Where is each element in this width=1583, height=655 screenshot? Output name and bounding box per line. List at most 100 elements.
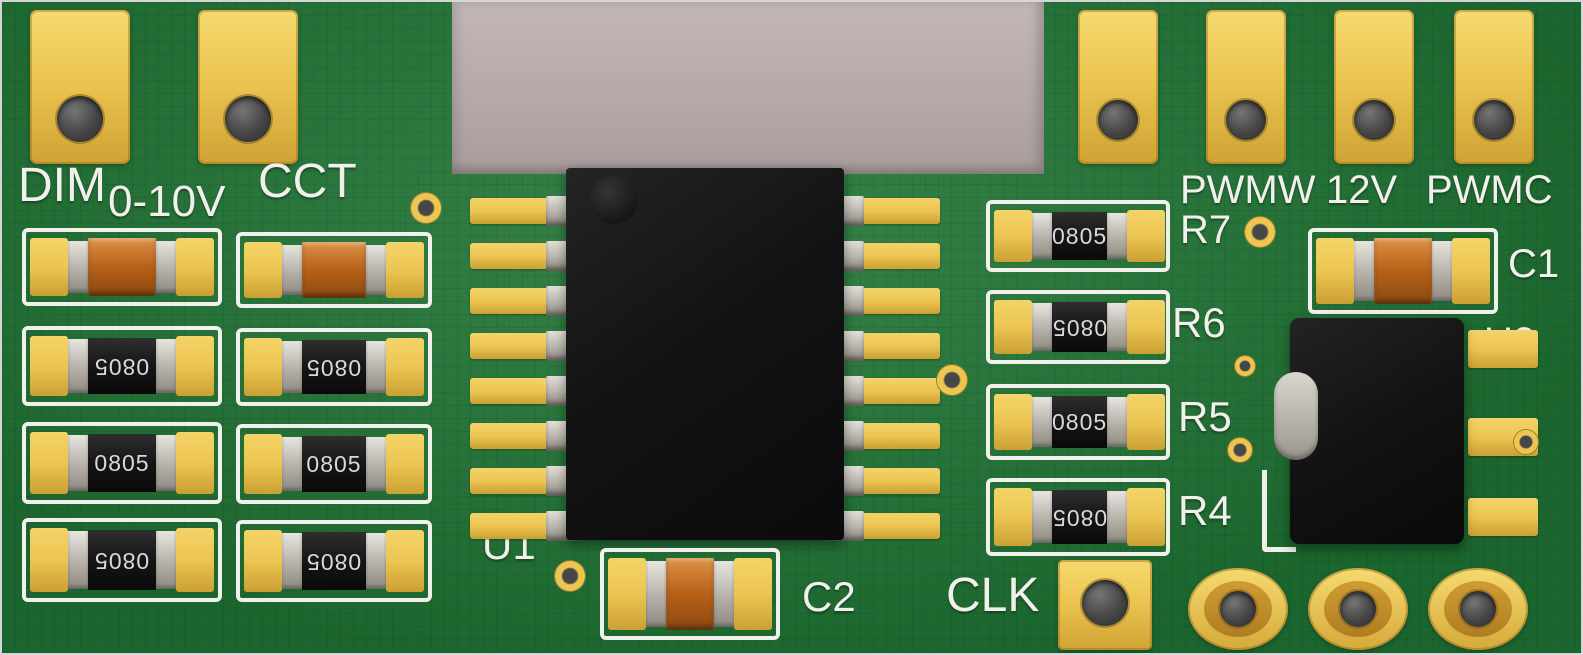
solder-pad — [994, 210, 1032, 262]
solder-pad — [30, 238, 68, 296]
terminal-cap — [1107, 303, 1128, 351]
via — [1228, 438, 1252, 462]
solder-pad — [30, 528, 68, 592]
resistor-r7: 0805 — [986, 200, 1170, 272]
terminal-cap — [1107, 213, 1128, 259]
solder-pad — [994, 394, 1032, 450]
terminal-cap — [68, 339, 88, 393]
ic-pad — [470, 333, 558, 359]
terminal-cap — [646, 561, 666, 627]
solder-pad — [176, 238, 214, 296]
pad-cct-terminal — [198, 10, 298, 164]
via — [937, 365, 967, 395]
resistor-r5: 0805 — [986, 384, 1170, 460]
label-pwmc: PWMC — [1426, 168, 1553, 212]
drill-hole — [1226, 100, 1266, 140]
component-body: 0805 — [1052, 396, 1108, 448]
chip-marking: 0805 — [306, 548, 362, 575]
component-body: 0805 — [302, 340, 366, 394]
terminal-cap — [1354, 241, 1374, 301]
component-body — [666, 558, 714, 630]
label-dim: DIM — [18, 159, 106, 212]
chip-marking: 0805 — [94, 449, 150, 476]
solder-pad — [1127, 210, 1166, 262]
solder-pad — [994, 300, 1032, 354]
ic-pad — [852, 243, 940, 269]
drill-hole — [1354, 100, 1394, 140]
ic-pad — [470, 198, 558, 224]
ic-pad — [852, 513, 940, 539]
u2-pad — [1468, 498, 1538, 536]
chip-0805: 0805 — [236, 328, 432, 406]
label-c1: C1 — [1508, 242, 1560, 286]
ic-pad — [470, 378, 558, 404]
terminal-cap — [156, 531, 176, 589]
solder-pad — [244, 434, 282, 494]
solder-pad — [386, 434, 424, 494]
label-clk: CLK — [946, 569, 1040, 622]
solder-pad — [1127, 394, 1166, 450]
terminal-cap — [1107, 397, 1128, 447]
chip-0805: 0805 — [22, 422, 222, 504]
terminal-cap — [366, 437, 386, 491]
label-r7: R7 — [1180, 208, 1232, 252]
drill-hole — [1220, 591, 1256, 627]
pin1-marker — [590, 176, 638, 224]
pad-terminal — [1206, 10, 1286, 164]
resistor-r6: 0805 — [986, 290, 1170, 364]
u2-body — [1274, 318, 1464, 544]
solder-pad — [1127, 488, 1166, 546]
component-body: 0805 — [1052, 212, 1108, 260]
chip-marking: 0805 — [1052, 408, 1108, 435]
u2-silkscreen-outline — [1262, 470, 1296, 552]
component-body — [302, 242, 366, 298]
pad-oval — [1188, 568, 1288, 650]
pad-oval — [1428, 568, 1528, 650]
terminal-cap — [1032, 491, 1052, 543]
resistor-r4: 0805 — [986, 478, 1170, 556]
component-body: 0805 — [88, 338, 156, 394]
label-cct: CCT — [258, 155, 357, 208]
render-backdrop — [452, 2, 1044, 174]
chip-marking: 0805 — [1052, 314, 1108, 341]
terminal-cap — [1032, 397, 1052, 447]
via — [411, 193, 441, 223]
solder-pad — [1127, 300, 1166, 354]
terminal-cap — [68, 531, 88, 589]
pad-pwmc-terminal — [1454, 10, 1534, 164]
terminal-cap — [1032, 213, 1052, 259]
chip-marking: 0805 — [1052, 222, 1108, 249]
component-body: 0805 — [88, 434, 156, 492]
via — [1245, 217, 1275, 247]
solder-pad — [176, 528, 214, 592]
chip-marking: 0805 — [306, 450, 362, 477]
drill-hole — [225, 96, 271, 142]
terminal-cap — [282, 533, 302, 589]
pad-12v-terminal — [1334, 10, 1414, 164]
terminal-cap — [714, 561, 734, 627]
terminal-cap — [1432, 241, 1452, 301]
solder-pad — [734, 558, 772, 630]
drill-hole — [1340, 591, 1376, 627]
solder-pad — [244, 242, 282, 298]
chip-0805: 0805 — [236, 424, 432, 504]
component-body: 0805 — [302, 436, 366, 492]
chip-0805: 0805 — [22, 518, 222, 602]
via — [555, 561, 585, 591]
ic-pad — [852, 288, 940, 314]
resistor-orange — [236, 232, 432, 308]
solder-pad — [30, 336, 68, 396]
pad-pwmw-terminal — [1078, 10, 1158, 164]
label-r6: R6 — [1172, 299, 1226, 346]
drill-hole — [57, 96, 103, 142]
solder-pad — [244, 530, 282, 592]
component-body: 0805 — [1052, 302, 1108, 352]
drill-hole — [1474, 100, 1514, 140]
ic-pad — [470, 513, 558, 539]
terminal-cap — [156, 241, 176, 293]
solder-pad — [386, 530, 424, 592]
label-r5: R5 — [1178, 393, 1232, 440]
pad-clk — [1058, 560, 1152, 650]
terminal-cap — [366, 245, 386, 295]
